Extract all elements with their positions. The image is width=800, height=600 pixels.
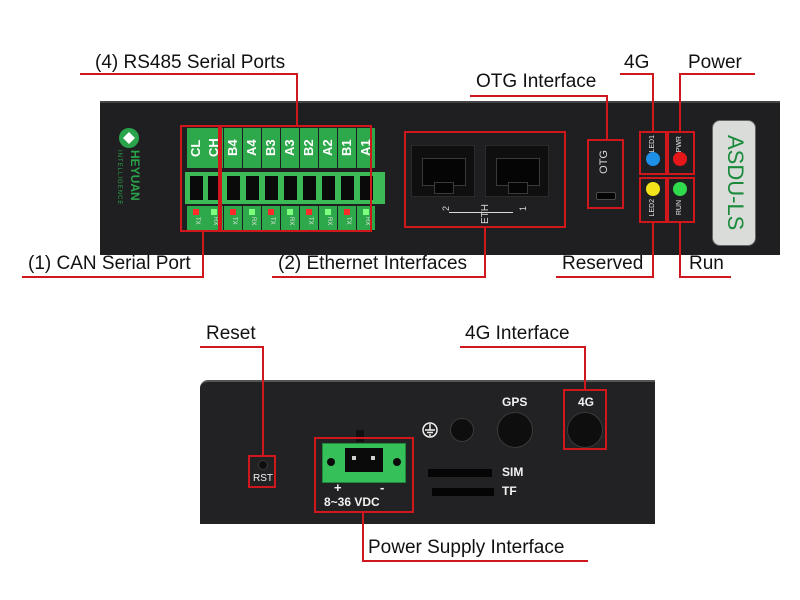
- callout-reserved-underline: [556, 276, 654, 278]
- callout-can-underline: [22, 276, 204, 278]
- callout-power-supply-leader: [362, 512, 364, 561]
- callout-reserved-leader: [652, 222, 654, 277]
- bottom-device-panel: [200, 380, 655, 524]
- 4g-label: 4G: [578, 395, 595, 409]
- terminal-hole: [208, 176, 221, 200]
- led1-highlight: [639, 131, 667, 175]
- callout-rs485-leader: [296, 73, 298, 126]
- callout-4g: 4G: [624, 52, 650, 73]
- callout-4g-leader: [652, 73, 654, 131]
- tx-rx-strip: RX: [243, 206, 261, 230]
- otg-highlight: [587, 139, 624, 209]
- callout-power-underline: [679, 73, 755, 75]
- terminal-hole: [190, 176, 203, 200]
- callout-can-leader: [202, 231, 204, 277]
- callout-power: Power: [688, 52, 742, 73]
- can-port-highlight: [180, 125, 220, 232]
- callout-4g-interface: 4G Interface: [465, 323, 570, 344]
- ground-screw: [450, 418, 474, 442]
- gps-label: GPS: [502, 395, 528, 409]
- terminal-hole: [227, 176, 240, 200]
- brand-name: HEYUAN: [128, 150, 142, 201]
- brand-subtitle: INTELLIGENCE: [116, 150, 122, 206]
- callout-otg: OTG Interface: [476, 71, 597, 92]
- reset-highlight: [248, 455, 276, 488]
- callout-4g-interface-underline: [460, 346, 586, 348]
- tx-rx-strip: TX: [338, 206, 356, 230]
- run-led-highlight: [667, 177, 695, 223]
- tx-rx-strip: TX: [224, 206, 242, 230]
- tx-rx-strip: TX: [300, 206, 318, 230]
- callout-power-supply-underline: [362, 560, 588, 562]
- terminal-hole: [360, 176, 373, 200]
- terminal-hole: [303, 176, 316, 200]
- callout-run: Run: [689, 253, 724, 274]
- tf-label: TF: [502, 484, 517, 498]
- otg-usb-port: [596, 192, 616, 200]
- sim-label: SIM: [502, 465, 524, 479]
- power-connector: [322, 443, 406, 483]
- callout-reset-underline: [200, 346, 264, 348]
- tx-rx-strip: RX: [281, 206, 299, 230]
- tx-rx-strip: TX: [262, 206, 280, 230]
- callout-power-supply: Power Supply Interface: [368, 537, 565, 558]
- ethernet-highlight: [404, 131, 566, 228]
- model-badge: ASDU-LS: [712, 120, 756, 246]
- ethernet-port-2: [411, 145, 475, 197]
- callout-ethernet-leader: [484, 227, 486, 277]
- led2-highlight: [639, 177, 667, 223]
- tx-rx-strip: RX: [319, 206, 337, 230]
- voltage-label: 8~36 VDC: [324, 495, 380, 509]
- power-led-highlight: [667, 131, 695, 175]
- ground-icon: [422, 422, 438, 443]
- connector-latch: [356, 430, 364, 442]
- reset-pinhole: [258, 460, 268, 470]
- terminal-hole: [341, 176, 354, 200]
- power-red-led: [673, 152, 687, 166]
- callout-4g-interface-leader: [584, 346, 586, 390]
- callout-ethernet: (2) Ethernet Interfaces: [278, 253, 468, 274]
- callout-power-leader: [679, 73, 681, 131]
- callout-reset-leader: [262, 346, 264, 456]
- terminal-hole: [265, 176, 278, 200]
- rs485-ports-highlight: [220, 125, 372, 232]
- 4g-interface-highlight: [563, 389, 607, 450]
- tx-rx-strip: TX: [187, 206, 205, 230]
- terminal-hole: [284, 176, 297, 200]
- callout-reserved: Reserved: [562, 253, 644, 274]
- callout-otg-underline: [470, 95, 608, 97]
- polarity-minus: -: [380, 480, 385, 495]
- callout-run-leader: [679, 222, 681, 277]
- tf-slot: [432, 488, 494, 496]
- power-supply-highlight: [314, 437, 414, 513]
- polarity-plus: +: [334, 480, 342, 495]
- led2-yellow-led: [646, 182, 660, 196]
- led1-blue-led: [646, 152, 660, 166]
- callout-rs485: (4) RS485 Serial Ports: [95, 52, 286, 73]
- terminal-hole: [322, 176, 335, 200]
- callout-reset: Reset: [206, 323, 256, 344]
- 4g-antenna-port: [567, 412, 603, 448]
- ethernet-port-1: [485, 145, 549, 197]
- run-green-led: [673, 182, 687, 196]
- callout-ethernet-underline: [272, 276, 486, 278]
- callout-run-underline: [679, 276, 731, 278]
- callout-otg-leader: [606, 95, 608, 140]
- sim-slot: [428, 469, 492, 477]
- eth-separator-line: [449, 212, 513, 213]
- callout-rs485-underline: [80, 73, 298, 75]
- callout-4g-underline: [620, 73, 654, 75]
- rst-label: RST: [253, 473, 273, 484]
- heyuan-logo: [114, 126, 160, 230]
- terminal-hole: [246, 176, 259, 200]
- gps-antenna-port: [497, 412, 533, 448]
- callout-can: (1) CAN Serial Port: [28, 253, 191, 274]
